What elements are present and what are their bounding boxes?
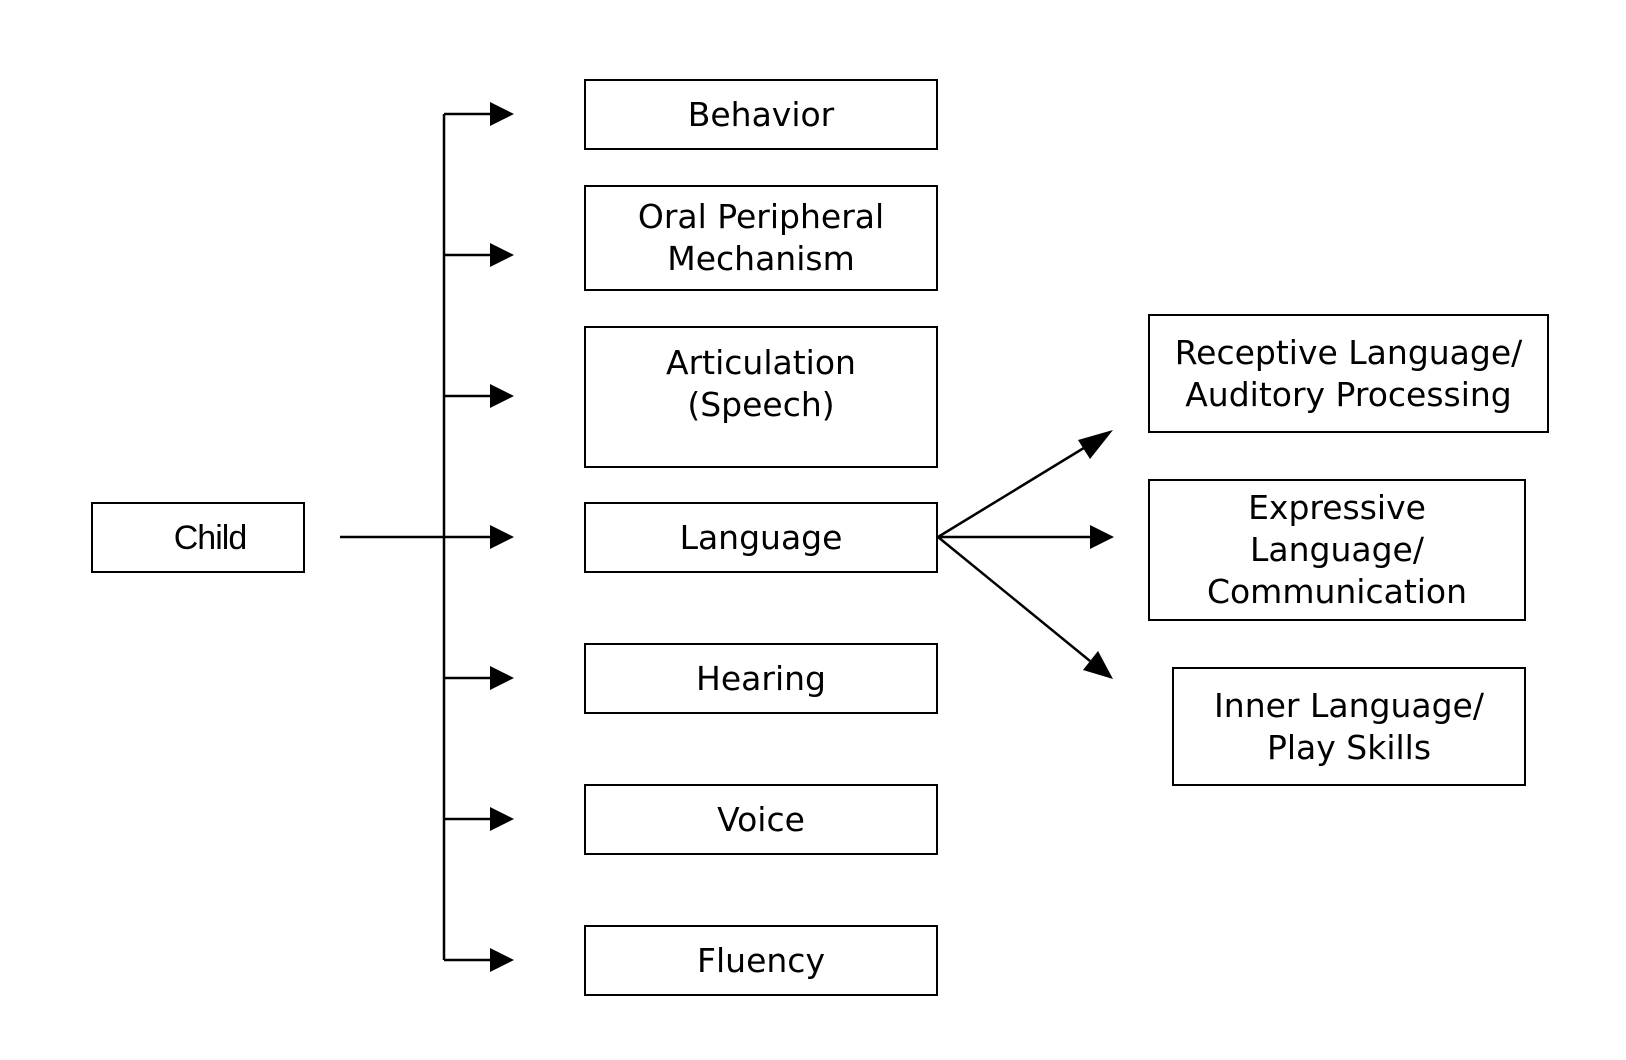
expressive-language-node: Expressive Language/ Communication xyxy=(1148,479,1526,621)
language-label: Language xyxy=(679,517,843,557)
expressive-language-label: Expressive Language/ Communication xyxy=(1206,488,1468,611)
arrowhead-language xyxy=(490,525,514,549)
hearing-label: Hearing xyxy=(696,658,826,698)
inner-language-node: Inner Language/ Play Skills xyxy=(1172,667,1526,786)
child-node: Child xyxy=(91,502,305,573)
receptive-language-node: Receptive Language/ Auditory Processing xyxy=(1148,314,1549,433)
voice-node: Voice xyxy=(584,784,938,855)
articulation-label: Articulation (Speech) xyxy=(666,343,856,424)
arrow-to-inner-language xyxy=(937,536,1091,662)
behavior-label: Behavior xyxy=(687,94,835,134)
receptive-language-label: Receptive Language/ Auditory Processing xyxy=(1174,332,1523,414)
arrowhead-fluency xyxy=(490,948,514,972)
arrowhead-behavior xyxy=(490,102,514,126)
behavior-node: Behavior xyxy=(584,79,938,150)
inner-language-label: Inner Language/ Play Skills xyxy=(1214,685,1484,767)
fluency-label: Fluency xyxy=(697,940,825,980)
articulation-node: Articulation (Speech) xyxy=(584,326,938,468)
language-node: Language xyxy=(584,502,938,573)
arrowhead-receptive-language xyxy=(1078,430,1113,459)
hearing-node: Hearing xyxy=(584,643,938,714)
arrowhead-voice xyxy=(490,807,514,831)
oral-peripheral-mechanism-label: Oral Peripheral Mechanism xyxy=(637,197,885,278)
arrowhead-hearing xyxy=(490,666,514,690)
arrowhead-expressive-language xyxy=(1090,525,1114,549)
oral-peripheral-mechanism-node: Oral Peripheral Mechanism xyxy=(584,185,938,291)
arrowhead-articulation xyxy=(490,384,514,408)
voice-label: Voice xyxy=(717,799,805,839)
fluency-node: Fluency xyxy=(584,925,938,996)
arrowhead-oral-peripheral-mechanism xyxy=(490,243,514,267)
child-label: Child xyxy=(173,518,247,557)
arrowhead-inner-language xyxy=(1083,651,1113,679)
arrow-to-receptive-language xyxy=(937,441,1093,539)
